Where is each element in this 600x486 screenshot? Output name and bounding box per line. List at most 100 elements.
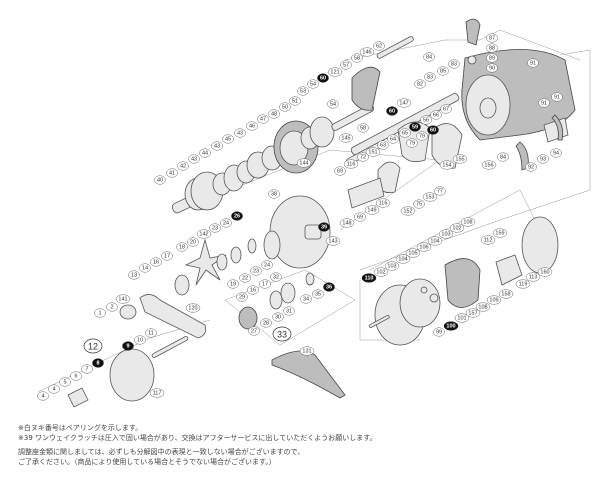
part-label: 57 [340,60,352,70]
part-number: 147 [399,100,408,106]
part-label: 54 [327,99,339,109]
part-number: 144 [299,160,308,166]
part-label: 142 [196,229,212,239]
bearing-part-label: 110 [361,273,377,283]
label-bubble [248,326,260,336]
star-drag-assembly [174,238,257,296]
part-label: 24 [261,260,273,270]
label-bubble [296,158,312,168]
part-number: 83 [451,61,457,67]
part-number: 42 [180,163,186,169]
part-number: 155 [455,156,464,162]
label-bubble [185,303,201,313]
bearing-part-label: 60 [386,106,398,116]
label-bubble [209,223,221,233]
label-bubble [486,43,498,53]
part-number: 23 [253,268,259,274]
part-number: 108 [478,304,487,310]
part-number: 91 [541,100,547,106]
part-label: 113 [525,272,541,282]
part-number: 113 [529,274,538,280]
part-number: 151 [368,149,377,155]
part-label: 64 [387,134,399,144]
part-number: 43 [214,143,220,149]
part-label: 4 [37,391,49,401]
part-number: 28 [263,320,269,326]
part-number: 44 [202,150,208,156]
part-number: 45 [225,136,231,142]
part-label: 116 [343,159,359,169]
part-number: 57 [343,62,349,68]
note-shims: 調整座金類に関しましては、必ずしも分解図中の表現と一致しない場合がございますので… [18,448,305,456]
part-label: 58 [357,123,369,133]
part-label: 155 [452,154,468,164]
label-bubble [196,229,212,239]
part-number: 102 [376,269,385,275]
part-label: 6 [70,371,82,381]
part-number: 152 [403,208,412,214]
label-bubble [154,175,166,185]
label-bubble [460,217,476,227]
label-bubble [283,306,295,316]
part-label: 29 [236,292,248,302]
label-bubble [220,218,232,228]
part-number: 54 [310,81,316,87]
part-number: 54 [330,101,336,107]
part-label: 119 [515,279,531,289]
part-number: 142 [199,231,208,237]
label-bubble [259,279,271,289]
part-label: 88 [486,43,498,53]
part-label: 24 [220,218,232,228]
part-number: 64 [390,136,396,142]
label-bubble [94,308,106,318]
part-label: 17 [161,251,173,261]
label-bubble [139,263,151,273]
part-number: 23 [212,225,218,231]
part-label: 79 [416,131,428,141]
bearing-part-label: 59 [409,122,421,132]
part-label: 156 [481,160,497,170]
part-label: 35 [312,289,324,299]
label-bubble [492,228,508,238]
part-number: 24 [223,220,229,226]
label-bubble [400,206,416,216]
part-label: 103 [438,229,454,239]
part-label: 154 [439,160,455,170]
part-label: 117 [149,388,165,398]
label-bubble [270,272,282,282]
part-number: 30 [275,314,281,320]
part-label: 14 [139,263,151,273]
part-label: 65 [399,128,411,138]
label-bubble [364,205,380,215]
label-bubble [122,341,134,351]
part-number: 91 [554,94,560,100]
label-bubble [199,148,211,158]
part-label: 56 [420,115,432,125]
part-number: 116 [347,161,356,167]
part-number: 159 [495,230,504,236]
label-bubble [307,79,319,89]
label-bubble [420,115,432,125]
label-bubble [486,33,498,43]
part-number: 56 [423,117,429,123]
part-number: 22 [242,275,248,281]
part-number: 160 [540,269,549,275]
label-bubble [312,289,324,299]
part-number: 51 [292,98,298,104]
label-bubble [70,371,82,381]
part-label: 160 [537,267,553,277]
part-number: 26 [234,213,240,219]
part-number: 10 [137,337,143,343]
part-number: 79 [409,140,415,146]
notes: ※白ヌキ番号はベアリングを示します。 ※39 ワンウェイクラッチは圧入で固い場合… [18,423,377,467]
label-bubble [128,270,140,280]
label-bubble [325,236,341,246]
part-number: 103 [441,231,450,237]
part-number: 121 [330,69,339,75]
label-bubble [365,147,381,157]
part-number: 58 [354,55,360,61]
label-bubble [449,223,465,233]
label-bubble [377,140,389,150]
part-label: 43 [211,141,223,151]
label-bubble [384,261,400,271]
